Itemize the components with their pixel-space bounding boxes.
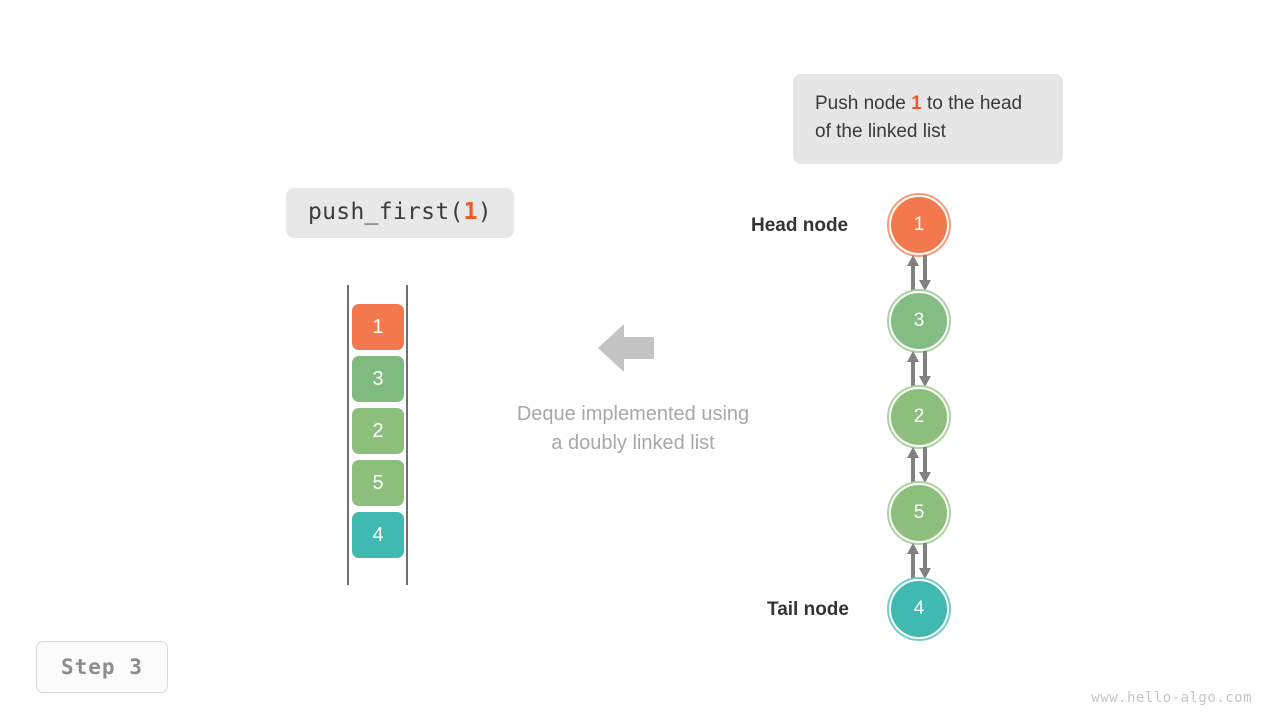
head-node-label: Head node xyxy=(751,215,849,236)
caption-line-2: a doubly linked list xyxy=(551,432,715,454)
callout-bubble: Push node 1 to the head of the linked li… xyxy=(793,74,1063,164)
node-value: 4 xyxy=(913,598,925,619)
linked-list-node: 5 xyxy=(887,481,951,545)
node-value: 1 xyxy=(913,214,925,235)
deque-cell-list: 1 3 2 5 4 xyxy=(352,304,404,564)
callout-text-after: to the head of the linked list xyxy=(815,93,1023,142)
code-chip: push_first(1) xyxy=(286,188,514,238)
arrow-left-icon xyxy=(596,322,656,374)
node-link-arrows xyxy=(905,351,933,387)
deque-cell: 2 xyxy=(352,408,404,454)
callout-highlight-value: 1 xyxy=(911,93,922,114)
linked-list-node: 4 xyxy=(887,577,951,641)
callout-text-before: Push node xyxy=(815,93,912,114)
deque-cell: 3 xyxy=(352,356,404,402)
step-badge: Step 3 xyxy=(36,641,168,693)
node-link-arrows xyxy=(905,255,933,291)
deque-cell: 5 xyxy=(352,460,404,506)
code-chip-text-before: push_first( xyxy=(308,199,464,225)
deque-rail-right xyxy=(406,285,408,585)
deque-rail-left xyxy=(347,285,349,585)
linked-list-node: 2 xyxy=(887,385,951,449)
code-chip-text-after: ) xyxy=(477,199,492,225)
node-value: 3 xyxy=(913,310,925,331)
node-link-arrows xyxy=(905,447,933,483)
code-chip-highlight-value: 1 xyxy=(463,199,478,225)
deque-container: 1 3 2 5 4 xyxy=(347,285,409,585)
deque-cell: 4 xyxy=(352,512,404,558)
linked-list-node: 1 xyxy=(887,193,951,257)
linked-list-container: 1 3 2 5 4 xyxy=(887,193,951,641)
node-link-arrows xyxy=(905,543,933,579)
caption-line-1: Deque implemented using xyxy=(516,403,750,425)
tail-node-label: Tail node xyxy=(767,599,849,620)
center-caption: Deque implemented using a doubly linked … xyxy=(468,400,798,458)
watermark: www.hello-algo.com xyxy=(1091,690,1252,706)
linked-list-node: 3 xyxy=(887,289,951,353)
node-value: 5 xyxy=(913,502,925,523)
deque-cell: 1 xyxy=(352,304,404,350)
node-value: 2 xyxy=(913,406,925,427)
